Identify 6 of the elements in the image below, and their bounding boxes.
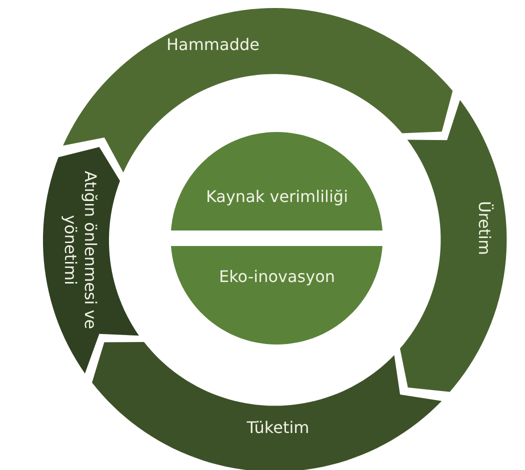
segment-label: Hammadde bbox=[166, 35, 260, 55]
segment-label: Atığın önlenmesi ve yönetimi bbox=[60, 170, 100, 332]
segment-label: Tüketim bbox=[246, 418, 310, 438]
segment-label: Kaynak verimliliği bbox=[204, 187, 350, 207]
segment-label: Üretim bbox=[474, 200, 494, 258]
segment-label: Eko-inovasyon bbox=[218, 267, 336, 287]
